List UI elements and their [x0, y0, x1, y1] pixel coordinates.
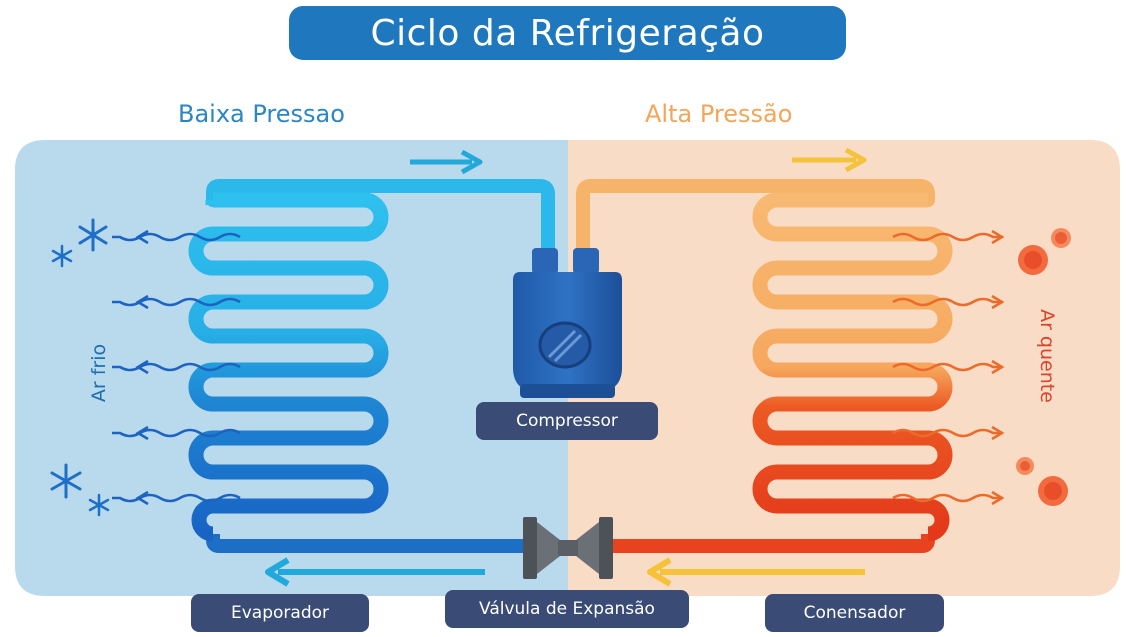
- flow-arrow-icon: [265, 557, 485, 587]
- cold-air-arrows: [112, 229, 241, 506]
- snowflake-icon: [51, 244, 73, 268]
- high-pressure-title: Alta Pressão: [645, 100, 793, 128]
- snowflake-icon: [50, 463, 82, 499]
- hot-air-label: Ar quente: [1035, 309, 1058, 403]
- expansion-valve-label: Válvula de Expansão: [445, 590, 689, 628]
- expansion-valve-icon: [523, 517, 613, 579]
- flow-arrow-icon: [792, 147, 867, 173]
- page-title: Ciclo da Refrigeração: [289, 6, 846, 60]
- condenser-coil: [752, 192, 953, 542]
- hot-air-arrows: [892, 229, 1005, 506]
- compressor-icon: [513, 248, 622, 398]
- evaporator-label: Evaporador: [191, 594, 369, 632]
- snowflake-icon: [88, 493, 110, 517]
- hot-bubble-icon: [1016, 457, 1034, 475]
- discharge-line-pipe: [576, 179, 935, 262]
- hot-bubble-icon: [1051, 228, 1071, 248]
- snowflake-icon: [78, 218, 108, 252]
- evaporator-coil: [188, 192, 389, 542]
- flow-arrow-icon: [410, 149, 483, 175]
- flow-arrow-icon: [647, 557, 865, 587]
- low-pressure-title: Baixa Pressao: [178, 100, 345, 128]
- hot-bubble-icon: [1018, 245, 1048, 275]
- cold-air-label: Ar frio: [88, 343, 111, 403]
- compressor-label: Compressor: [476, 402, 658, 440]
- suction-line-pipe: [206, 179, 555, 262]
- condenser-label: Conensador: [765, 594, 944, 632]
- hot-bubble-icon: [1038, 476, 1068, 506]
